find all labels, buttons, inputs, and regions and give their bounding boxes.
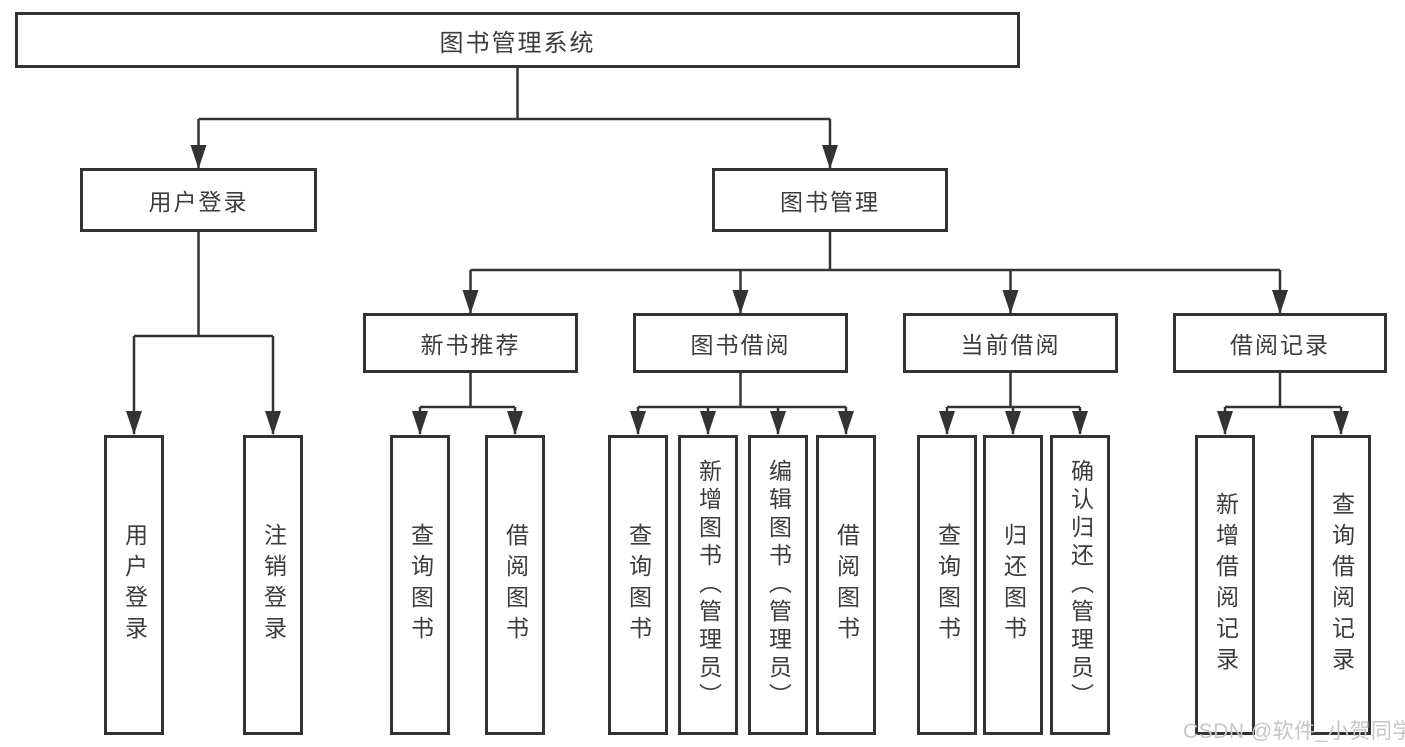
connector-root-to-level2: [190, 68, 838, 169]
node-book-borrow: 图书借阅: [633, 313, 848, 373]
leaf-label: 借阅图书: [833, 523, 860, 647]
connector-new-book-children: [412, 373, 523, 435]
leaf-label: 编辑图书（管理员）: [765, 459, 792, 711]
node-leaf-query-book-2: 查询图书: [608, 435, 668, 735]
node-leaf-query-book-1: 查询图书: [390, 435, 450, 735]
leaf-label: 新增借阅记录: [1212, 492, 1239, 678]
node-leaf-query-book-3: 查询图书: [917, 435, 977, 735]
node-user-login: 用户登录: [80, 168, 317, 232]
csdn-watermark: CSDN @软件_小贺同学: [1183, 720, 1405, 743]
leaf-label: 归还图书: [1000, 523, 1027, 647]
connector-book-mgmt-children: [462, 232, 1288, 314]
connector-borrow-children: [630, 373, 854, 435]
leaf-label: 确认归还（管理员）: [1067, 459, 1094, 711]
node-root-book-management-system: 图书管理系统: [15, 12, 1020, 68]
connector-user-login-children: [126, 232, 281, 435]
leaf-label: 新增图书（管理员）: [695, 459, 722, 711]
leaf-label: 查询图书: [934, 523, 961, 647]
leaf-label: 注销登录: [260, 523, 287, 647]
leaf-label: 借阅图书: [502, 523, 529, 647]
node-leaf-return-book: 归还图书: [983, 435, 1043, 735]
node-leaf-add-borrow-record: 新增借阅记录: [1195, 435, 1255, 735]
node-leaf-borrow-book-1: 借阅图书: [485, 435, 545, 735]
node-leaf-logout: 注销登录: [243, 435, 303, 735]
connector-borrow-record-children: [1217, 373, 1349, 435]
node-new-book-recommend: 新书推荐: [363, 313, 578, 373]
node-borrow-record: 借阅记录: [1173, 313, 1387, 373]
connector-current-borrow-children: [939, 373, 1088, 435]
leaf-label: 查询图书: [625, 523, 652, 647]
node-book-management: 图书管理: [712, 168, 948, 232]
node-current-borrow: 当前借阅: [903, 313, 1118, 373]
node-leaf-query-borrow-record: 查询借阅记录: [1311, 435, 1371, 735]
node-leaf-add-book-admin: 新增图书（管理员）: [678, 435, 738, 735]
leaf-label: 查询图书: [407, 523, 434, 647]
leaf-label: 用户登录: [121, 523, 148, 647]
node-leaf-borrow-book-2: 借阅图书: [816, 435, 876, 735]
node-leaf-confirm-return-admin: 确认归还（管理员）: [1050, 435, 1110, 735]
node-leaf-user-login: 用户登录: [104, 435, 164, 735]
node-leaf-edit-book-admin: 编辑图书（管理员）: [748, 435, 808, 735]
leaf-label: 查询借阅记录: [1328, 492, 1355, 678]
